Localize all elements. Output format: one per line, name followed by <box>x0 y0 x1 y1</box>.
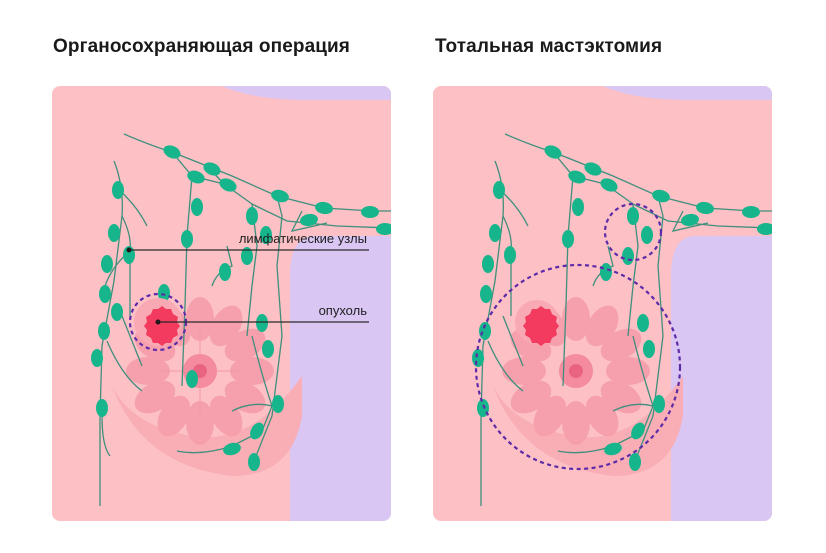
panel-total-mastectomy <box>433 86 772 521</box>
body-background-top <box>603 86 772 100</box>
body-background-right <box>290 236 391 521</box>
label-lymph-nodes: лимфатические узлы <box>239 231 367 246</box>
nipple <box>569 364 583 378</box>
mammary-lobules <box>502 297 650 445</box>
body-background-right <box>671 236 772 521</box>
tumor <box>515 300 559 346</box>
title-breast-conserving-surgery: Органосохраняющая операция <box>53 36 350 57</box>
axillary-excision-outline <box>603 202 663 262</box>
breast-illustration-conserving: лимфатические узлы опухоль <box>52 86 391 521</box>
panel-breast-conserving-surgery: лимфатические узлы опухоль <box>52 86 391 521</box>
label-tumor: опухоль <box>319 303 368 318</box>
breast-shade <box>112 376 302 476</box>
mastectomy-excision-outline <box>474 263 682 471</box>
breast-illustration-mastectomy <box>433 86 772 521</box>
body-background-top <box>222 86 391 100</box>
lymph-nodes <box>472 145 772 471</box>
title-total-mastectomy: Тотальная мастэктомия <box>435 36 663 57</box>
lymph-node-labeled <box>101 255 113 273</box>
leader-lines <box>129 249 369 323</box>
